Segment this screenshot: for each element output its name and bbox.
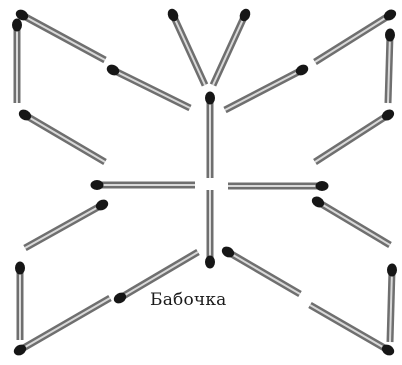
match-head [316,181,329,191]
match-head [205,92,215,105]
match-stick-13 [228,181,329,191]
match-stick-16 [310,194,390,245]
match-stick-22 [310,305,396,358]
match-stick-1 [14,8,105,60]
match-stick-21 [387,263,397,342]
match-stick-9 [385,28,395,103]
match-head [12,19,22,32]
match-stick-15 [25,197,110,248]
match-head [205,256,215,269]
match-stick-2 [12,19,22,104]
match-stick-20 [220,244,300,294]
match-stick-8 [225,63,310,110]
match-stick-12 [91,180,196,190]
match-stick-17 [15,262,25,341]
match-stick-6 [213,7,252,85]
match-stick-18 [12,298,110,358]
match-head [91,180,104,190]
match-stick-3 [105,63,190,108]
match-stick-11 [205,92,215,179]
match-head [15,262,25,275]
match-stick-14 [205,190,215,269]
figure-caption: Бабочка [150,290,270,310]
match-stick-10 [315,107,396,162]
match-stick-5 [166,7,205,85]
match-stick-4 [17,107,105,162]
